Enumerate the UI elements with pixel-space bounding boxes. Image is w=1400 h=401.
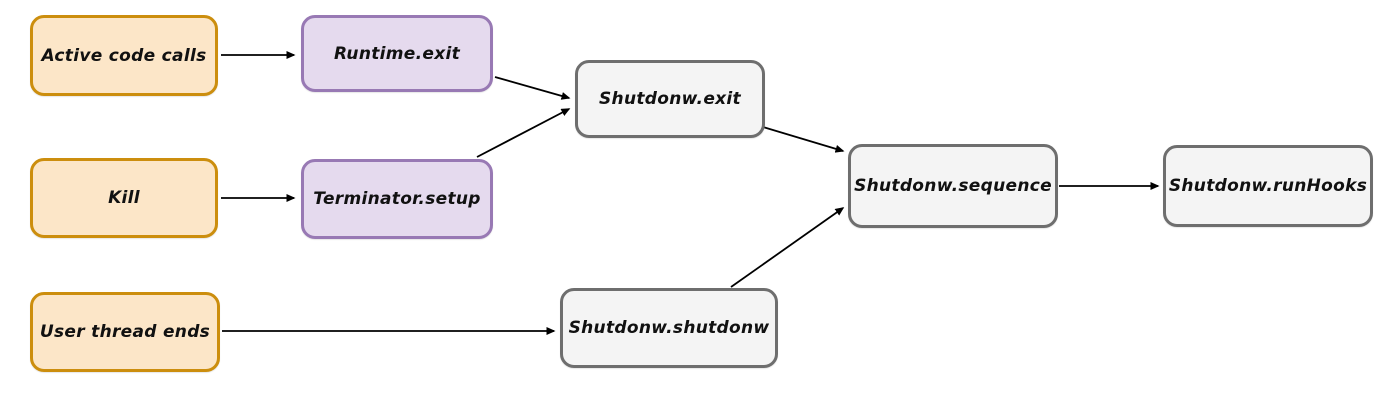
node-label: Terminator.setup [313,189,481,209]
edge-terminator-setup-shutdonw-exit [476,108,571,158]
node-label: Active code calls [41,45,207,66]
node-runtime-exit: Runtime.exit [301,15,493,92]
edge-shutdonw-shutdonw-shutdonw-sequence [730,207,845,288]
node-label: Kill [108,188,140,208]
node-shutdonw-runhooks: Shutdonw.runHooks [1163,145,1373,227]
node-label: Shutdonw.shutdonw [568,318,770,338]
node-label: Shutdonw.runHooks [1168,176,1368,196]
node-label: Runtime.exit [333,43,461,64]
node-shutdonw-shutdonw: Shutdonw.shutdonw [560,288,778,368]
node-shutdonw-sequence: Shutdonw.sequence [848,144,1058,228]
node-user-thread-ends: User thread ends [30,292,220,372]
node-kill: Kill [30,158,218,238]
node-label: User thread ends [39,322,211,342]
edge-shutdonw-exit-shutdonw-sequence [762,126,845,153]
node-label: Shutdonw.sequence [854,176,1052,196]
node-shutdonw-exit: Shutdonw.exit [575,60,765,138]
node-terminator-setup: Terminator.setup [301,159,493,239]
node-active-code-calls: Active code calls [30,15,218,96]
edge-runtime-exit-shutdonw-exit [494,76,571,100]
node-label: Shutdonw.exit [599,89,741,109]
